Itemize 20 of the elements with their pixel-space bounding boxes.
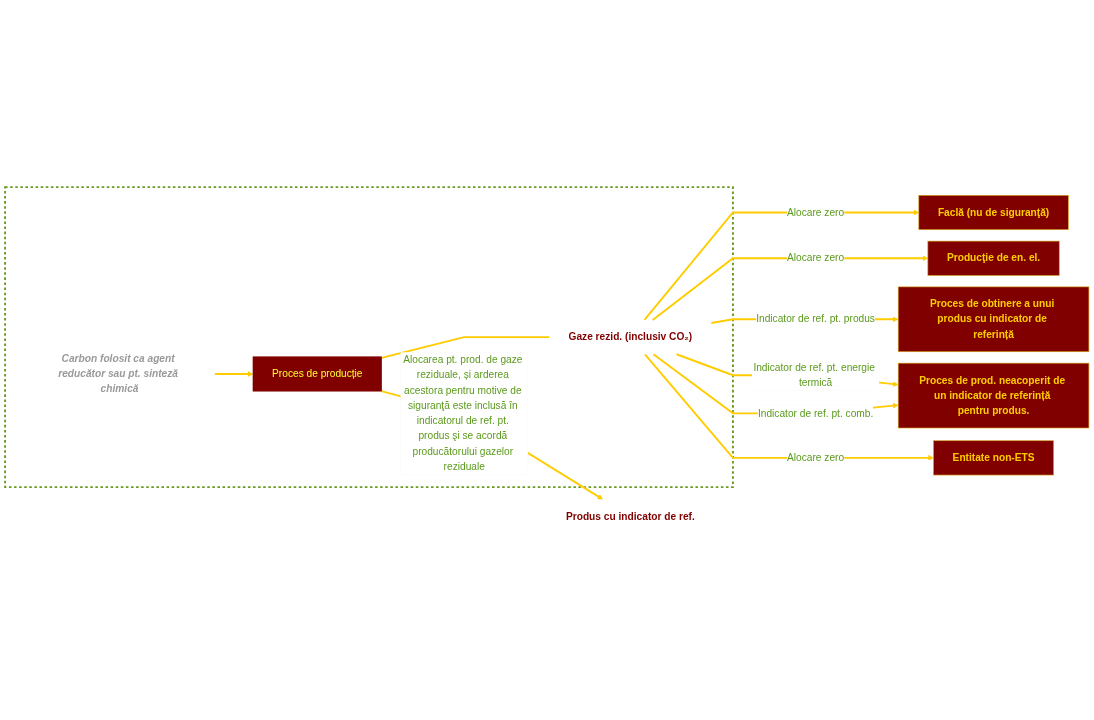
node-box: Faclă (nu de siguranţă) xyxy=(918,194,1069,230)
node-text: Gaze rezid. (inclusiv CO₂) xyxy=(568,331,693,342)
edge-label: Alocarea pt. prod. de gaze reziduale, și arderea acestora pentru motive de siguranţă este inclusă în indicatorul de ref. pt. produs şi se acordă producătorului gazelor reziduale xyxy=(403,353,523,472)
edge-label: Alocare zero xyxy=(787,451,845,463)
node-box: Proces de producție xyxy=(252,356,382,392)
edge-label: Indicator de ref. pt. comb. xyxy=(757,407,874,419)
edge-label: Alocare zero xyxy=(787,206,845,218)
edge-label: Indicator de ref. pt. produs xyxy=(756,313,875,325)
node-box: Producţie de en. el. xyxy=(927,240,1060,276)
arrow xyxy=(213,370,254,377)
edge-label: Indicator de ref. pt. energie termică xyxy=(753,361,875,388)
node-box: Proces de prod. neacoperit de un indicator de referință pentru produs. xyxy=(897,362,1090,428)
cluster xyxy=(4,185,734,488)
arrow xyxy=(643,209,920,321)
node-box: Proces de obtinere a unui produs cu indicator de referință xyxy=(897,286,1090,352)
edge-label: Alocare zero xyxy=(787,252,845,264)
node-text: Produs cu indicator de ref. xyxy=(565,510,695,522)
node-text: Carbon folosit ca agent reducător sau pt. sinteză chimică xyxy=(58,352,179,394)
connector xyxy=(380,335,551,359)
node-box: Entitate non-ETS xyxy=(933,440,1054,476)
